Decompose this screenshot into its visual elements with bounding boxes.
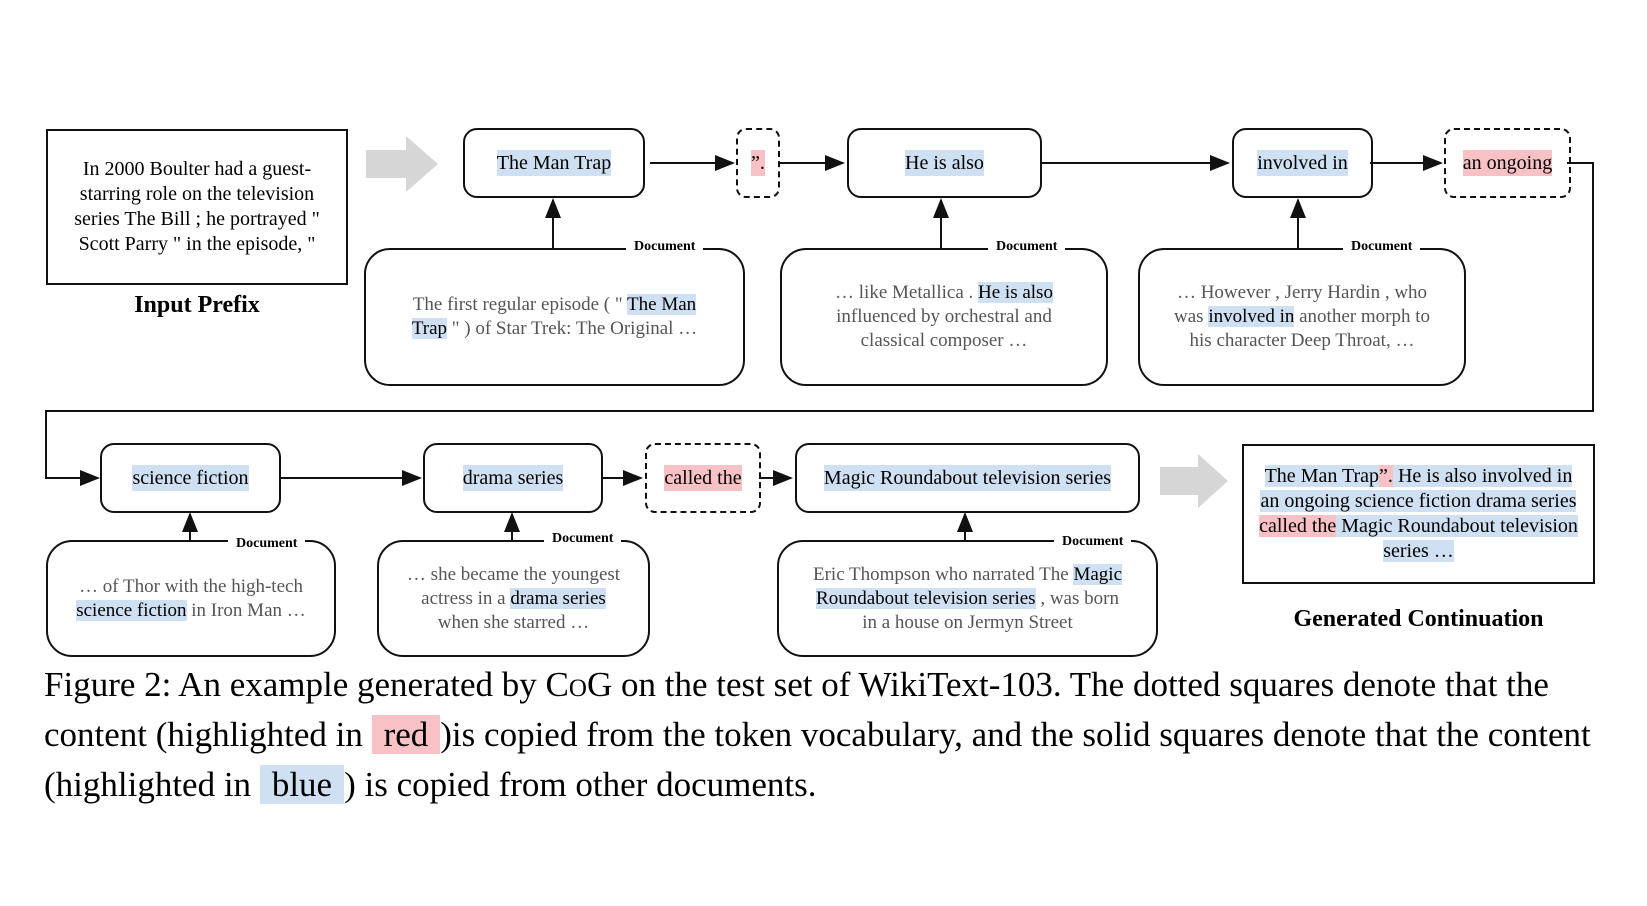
- input-prefix-box: In 2000 Boulter had a guest-starring rol…: [46, 129, 348, 285]
- generated-continuation-box: The Man Trap”. He is also involved in an…: [1242, 444, 1595, 584]
- token-box-science-fiction: science fiction: [100, 443, 281, 513]
- figure-caption: Figure 2: An example generated by CoG on…: [44, 665, 1591, 804]
- input-prefix-label: Input Prefix: [134, 292, 260, 318]
- token-box-called-the: called the: [645, 443, 761, 513]
- big-arrow-right-icon: [366, 136, 438, 192]
- token-text: ”.: [751, 150, 765, 176]
- token-text: science fiction: [132, 465, 249, 491]
- document-label: Document: [626, 239, 704, 255]
- token-text: drama series: [462, 465, 564, 491]
- token-box-an-ongoing: an ongoing: [1444, 128, 1571, 198]
- token-box-the-man-trap: The Man Trap: [463, 128, 645, 198]
- document-label: Document: [1054, 534, 1132, 550]
- token-text: Magic Roundabout television series: [823, 465, 1112, 491]
- big-arrow-right-icon: [1160, 454, 1228, 508]
- document-label: Document: [1343, 239, 1421, 255]
- token-box-magic-roundabout: Magic Roundabout television series: [795, 443, 1140, 513]
- token-box-drama-series: drama series: [423, 443, 603, 513]
- document-label: Document: [228, 536, 306, 552]
- caption-red-highlight: red: [371, 715, 441, 754]
- token-text: an ongoing: [1462, 150, 1553, 176]
- document-label: Document: [988, 239, 1066, 255]
- document-label: Document: [544, 531, 622, 547]
- caption-blue-highlight: blue: [259, 765, 345, 804]
- generated-continuation-label: Generated Continuation: [1293, 606, 1544, 632]
- input-prefix-text: In 2000 Boulter had a guest-starring rol…: [74, 158, 320, 255]
- token-text: The Man Trap: [496, 150, 612, 176]
- token-box-he-is-also: He is also: [847, 128, 1042, 198]
- token-box-quote: ”.: [736, 128, 780, 198]
- token-box-involved-in: involved in: [1232, 128, 1373, 198]
- token-text: called the: [664, 465, 742, 491]
- token-text: involved in: [1257, 150, 1348, 176]
- token-text: He is also: [905, 150, 984, 176]
